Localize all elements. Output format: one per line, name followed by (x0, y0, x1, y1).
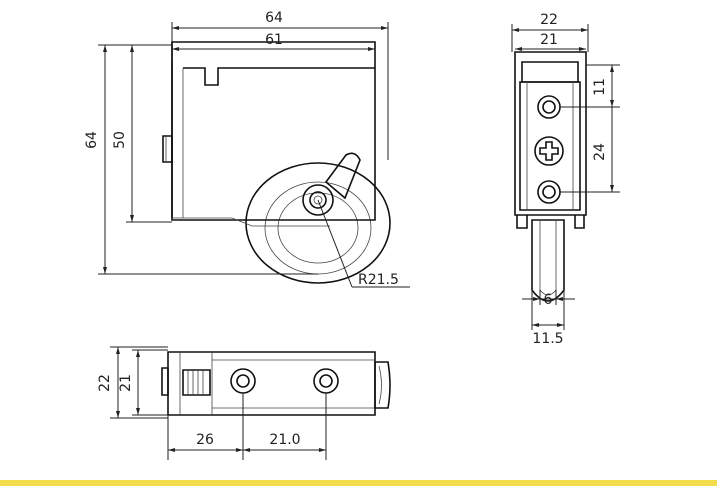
side-view-pivot (302, 152, 361, 216)
side-view-wheel (245, 162, 391, 284)
side-view-housing (162, 41, 376, 227)
end-dim-top-offset: 11 (592, 78, 608, 96)
top-view-hole-right (313, 368, 339, 394)
top-view: 22 21 26 21.0 (97, 346, 391, 460)
end-dim-overall-width: 22 (540, 12, 558, 28)
end-dim-hole-spacing: 24 (592, 143, 608, 161)
end-view: 22 21 11 24 6 11 (511, 12, 620, 347)
dim-wheel-radius: R21.5 (358, 272, 399, 288)
side-view: 64 61 64 50 R21.5 (84, 10, 410, 288)
end-dim-wheel-overall: 11.5 (532, 331, 563, 347)
dim-body-height: 50 (112, 131, 128, 149)
top-view-dimensions: 22 21 26 21.0 (97, 346, 327, 460)
end-view-wheel (531, 219, 565, 302)
end-view-top-hole (537, 95, 561, 119)
top-dim-left-offset: 26 (196, 432, 214, 448)
dim-body-width: 61 (265, 32, 283, 48)
top-dim-hole-spacing: 21.0 (269, 432, 300, 448)
side-view-dimensions: 64 61 64 50 R21.5 (84, 10, 410, 288)
top-dim-body-height: 21 (118, 374, 134, 392)
end-dim-wheel-width: 6 (544, 292, 553, 308)
dim-overall-width: 64 (265, 10, 283, 26)
bottom-color-band (0, 480, 717, 486)
phillips-screw-icon (534, 136, 564, 166)
end-view-dimensions: 22 21 11 24 6 11 (511, 12, 620, 347)
top-dim-overall-height: 22 (97, 374, 113, 392)
end-view-bottom-hole (537, 180, 561, 204)
top-view-housing (161, 351, 391, 416)
dim-overall-height: 64 (84, 131, 100, 149)
end-view-housing (514, 51, 587, 229)
end-dim-body-width: 21 (540, 32, 558, 48)
top-view-hole-left (230, 368, 256, 394)
